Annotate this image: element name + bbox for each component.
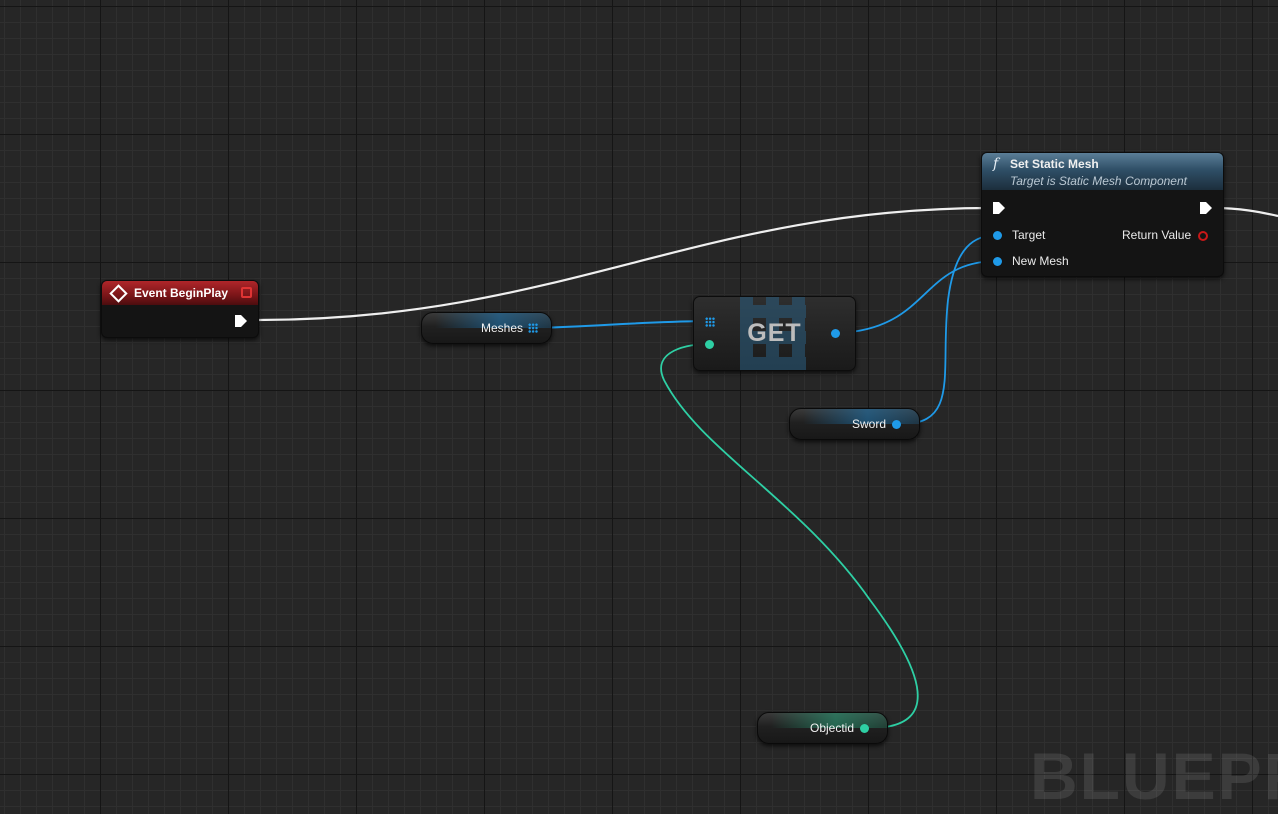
target-input-pin[interactable] bbox=[993, 231, 1002, 240]
blueprint-watermark: BLUEPRINT bbox=[1030, 739, 1278, 813]
meshes-variable-node[interactable]: Meshes bbox=[421, 312, 552, 344]
objectid-variable-node[interactable]: Objectid bbox=[757, 712, 888, 744]
get-array-node[interactable]: GET bbox=[693, 296, 856, 371]
function-icon: f bbox=[993, 156, 999, 172]
set-static-mesh-title: Set Static Mesh bbox=[1010, 157, 1099, 171]
exec-wire-begin-to-set bbox=[257, 206, 991, 322]
get-output-pin[interactable] bbox=[831, 329, 840, 338]
event-beginplay-title: Event BeginPlay bbox=[134, 286, 229, 300]
delegate-pin[interactable] bbox=[241, 287, 252, 298]
array-input-pin-icon[interactable] bbox=[705, 317, 715, 327]
meshes-label: Meshes bbox=[481, 321, 524, 335]
sword-variable-node[interactable]: Sword bbox=[789, 408, 920, 440]
objectid-label: Objectid bbox=[810, 721, 855, 735]
array-grid-icon[interactable] bbox=[528, 323, 538, 333]
set-static-mesh-subtitle: Target is Static Mesh Component bbox=[1010, 174, 1187, 188]
wire-get-to-newmesh bbox=[839, 260, 997, 334]
event-diamond-icon bbox=[109, 283, 128, 303]
return-value-pin-label: Return Value bbox=[1122, 228, 1192, 242]
wire-meshes-to-get bbox=[537, 320, 705, 329]
sword-output-pin[interactable] bbox=[892, 420, 901, 429]
return-value-output-pin[interactable] bbox=[1198, 231, 1208, 241]
index-input-pin[interactable] bbox=[705, 340, 714, 349]
exec-out-pin-icon[interactable] bbox=[1199, 201, 1213, 215]
new-mesh-pin-label: New Mesh bbox=[1012, 254, 1069, 268]
wire-layer bbox=[257, 206, 1278, 729]
get-grid-background bbox=[740, 297, 806, 370]
exec-out-pin-icon[interactable] bbox=[234, 314, 248, 328]
set-static-mesh-node[interactable]: f Set Static Mesh Target is Static Mesh … bbox=[981, 152, 1224, 277]
event-beginplay-node[interactable]: Event BeginPlay bbox=[101, 280, 259, 338]
target-pin-label: Target bbox=[1012, 228, 1046, 242]
event-beginplay-header[interactable]: Event BeginPlay bbox=[102, 281, 258, 305]
get-title: GET bbox=[747, 319, 802, 347]
set-static-mesh-header[interactable]: f Set Static Mesh Target is Static Mesh … bbox=[982, 153, 1223, 190]
objectid-output-pin[interactable] bbox=[860, 724, 869, 733]
new-mesh-input-pin[interactable] bbox=[993, 257, 1002, 266]
wire-objectid-to-index bbox=[660, 343, 919, 729]
sword-label: Sword bbox=[852, 417, 887, 431]
exec-in-pin-icon[interactable] bbox=[992, 201, 1006, 215]
wire-sword-to-target bbox=[901, 234, 997, 425]
